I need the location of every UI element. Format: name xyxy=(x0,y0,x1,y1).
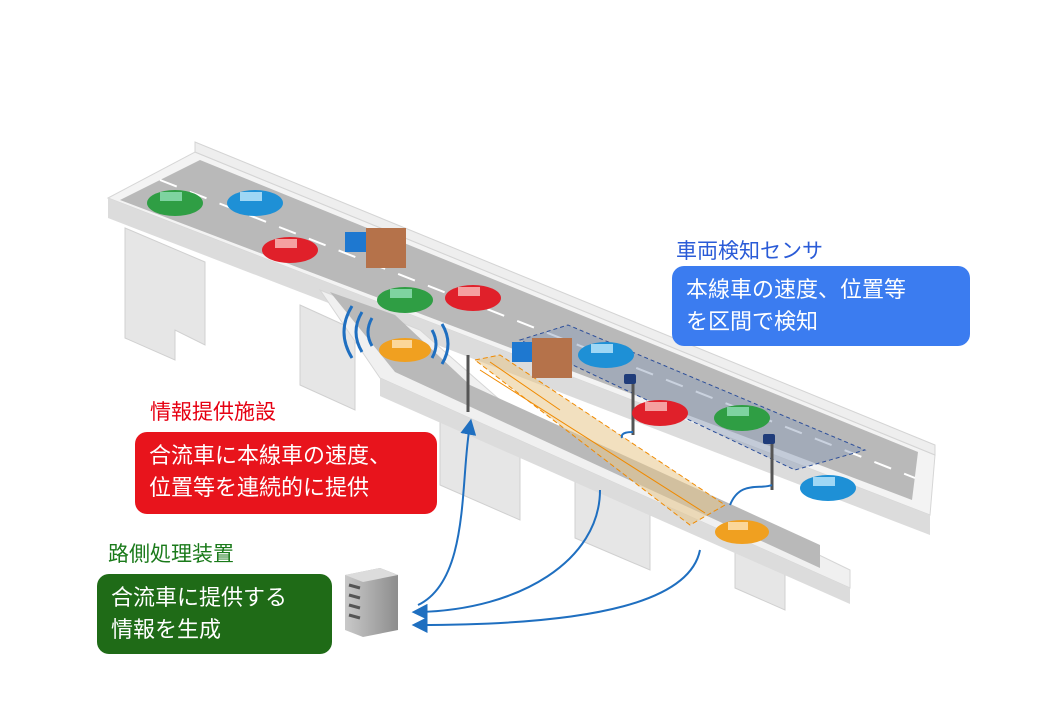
sensor-pole-icon xyxy=(624,374,775,444)
car-icon xyxy=(632,400,688,426)
sensor-title: 車両検知センサ xyxy=(676,239,823,263)
info-facility-description-box: 合流車に本線車の速度、 位置等を連続的に提供 xyxy=(135,432,437,514)
sensor-poles xyxy=(466,355,774,490)
car-icon xyxy=(715,520,769,544)
truck-icon xyxy=(345,228,406,268)
roadside-unit-title: 路側処理装置 xyxy=(108,542,234,566)
roadside-unit-line-2: 情報を生成 xyxy=(111,618,222,643)
roadside-unit-description-box: 合流車に提供する 情報を生成 xyxy=(97,574,332,654)
car-icon xyxy=(800,475,856,501)
car-icon xyxy=(578,342,634,368)
merge-info-zone xyxy=(473,354,726,526)
info-facility-line-1: 合流車に本線車の速度、 xyxy=(149,444,392,469)
sensor-line-1: 本線車の速度、位置等 xyxy=(686,278,907,303)
car-icon xyxy=(227,190,283,216)
roadside-unit-line-1: 合流車に提供する xyxy=(111,586,288,611)
vehicles xyxy=(147,190,856,544)
car-icon xyxy=(445,285,501,311)
truck-icon xyxy=(512,338,572,378)
info-facility-line-2: 位置等を連続的に提供 xyxy=(149,476,370,501)
signal-wave-icon xyxy=(342,305,450,365)
car-icon xyxy=(147,190,203,216)
sensor-line-2: を区間で検知 xyxy=(686,310,819,335)
car-icon xyxy=(262,237,318,263)
car-icon xyxy=(714,405,770,431)
server-icon xyxy=(345,568,398,637)
car-icon xyxy=(379,338,431,362)
car-icon xyxy=(377,287,433,313)
data-link-arrows xyxy=(411,418,773,633)
sensor-description-box: 本線車の速度、位置等 を区間で検知 xyxy=(672,266,970,346)
info-facility-title: 情報提供施設 xyxy=(150,400,276,424)
